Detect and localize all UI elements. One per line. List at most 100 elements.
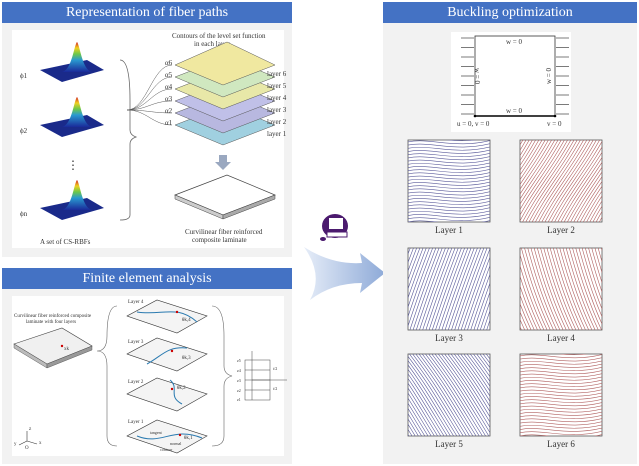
layer-5-label: layer 5 <box>267 82 287 90</box>
fiber-path <box>441 354 490 429</box>
fiber-path <box>612 240 639 338</box>
laminate-caption-2: composite laminate <box>192 236 247 244</box>
fiber-path <box>520 411 602 416</box>
fiber-path <box>408 418 419 436</box>
fiber-path <box>403 235 495 240</box>
fiber-path <box>589 200 602 222</box>
theta-2-label: θk,2 <box>177 386 186 391</box>
fiber-path <box>515 459 607 464</box>
fiber-path <box>520 140 533 162</box>
fiber-layer-3 <box>407 247 491 331</box>
fea-layer-1-label: Layer 1 <box>128 420 144 425</box>
axis-z-label: z <box>29 427 32 432</box>
fiber-path <box>520 325 522 330</box>
fiber-path <box>560 156 602 222</box>
fiber-path <box>454 248 485 330</box>
fiber-path <box>421 354 477 436</box>
fiber-path <box>482 354 490 364</box>
fea-layer-4-label: Layer 4 <box>128 300 144 305</box>
phi-1-label: ϕ1 <box>20 72 28 80</box>
fea-title: Finite element analysis <box>2 268 292 289</box>
fiber-path <box>540 248 570 330</box>
fiber-path <box>520 140 572 222</box>
fiber-path <box>622 240 639 338</box>
fiber-path <box>476 354 490 373</box>
fiber-path <box>408 178 490 183</box>
fiber-path <box>543 248 574 330</box>
fiber-path <box>588 248 602 293</box>
fiber-path <box>520 140 549 185</box>
alpha-4-label: α4 <box>165 83 173 91</box>
fiber-path <box>408 368 451 436</box>
layer-1-label: layer 1 <box>267 130 287 138</box>
fiber-path <box>520 140 552 190</box>
fiber-path <box>479 354 490 369</box>
fiber-path <box>520 370 602 375</box>
fiber-path <box>520 366 602 371</box>
fiber-path <box>520 140 524 146</box>
fiber-path <box>408 248 433 318</box>
fiber-path <box>583 190 602 222</box>
fiber-path <box>520 294 535 330</box>
layer-6-plate <box>174 41 276 86</box>
fiber-path <box>408 434 410 436</box>
fiber-path <box>408 156 490 161</box>
fiber-layer-1-label: Layer 1 <box>435 225 463 235</box>
fiber-path <box>444 354 490 423</box>
fiber-path <box>520 430 602 435</box>
fiber-path <box>563 161 602 222</box>
fiber-path <box>408 413 422 436</box>
fiber-path <box>320 346 385 444</box>
fea-diagram <box>13 299 287 454</box>
rbf-caption: A set of CS-RBFs <box>40 238 91 246</box>
fiber-layer-2 <box>519 139 603 223</box>
fiber-path <box>408 165 490 170</box>
fiber-path <box>403 133 495 138</box>
flow-arrow <box>304 247 385 300</box>
fiber-path <box>408 175 490 180</box>
fiber-path <box>609 240 639 338</box>
fiber-path <box>533 248 564 330</box>
fiber-path <box>544 140 597 222</box>
fiber-path <box>444 248 475 330</box>
fiber-path <box>408 360 458 436</box>
fiber-path <box>408 216 490 221</box>
fan-lines <box>126 64 173 126</box>
fiber-path <box>538 140 591 222</box>
fiber-path <box>520 373 602 378</box>
fiber-path <box>530 248 561 330</box>
buckling-panel: Buckling optimization w = 0 w = 0 w = 0 … <box>383 2 637 464</box>
fiber-path <box>409 354 464 436</box>
fiber-path <box>541 140 594 222</box>
fiber-path <box>460 354 490 397</box>
fea-layer-3 <box>126 337 208 372</box>
fiber-path <box>307 346 372 444</box>
rbf-peak-2 <box>40 97 104 137</box>
fiber-path <box>520 140 546 181</box>
fiber-path <box>551 140 602 222</box>
stack-z4: z4 <box>237 368 241 373</box>
laminate-caption-1: Curvilinear fiber reinforced <box>185 228 263 236</box>
fiber-path <box>463 354 490 392</box>
theta-1-label: θk,1 <box>184 436 193 441</box>
contour-title-1: Contours of the level set function <box>172 32 266 40</box>
fiber-path <box>466 354 490 387</box>
axis-x-label: x <box>39 441 42 446</box>
fiber-path <box>434 354 490 436</box>
stack-t-bottom: t/2 <box>273 386 278 391</box>
fiber-path <box>435 248 465 330</box>
fiber-path <box>559 248 590 330</box>
fiber-path <box>479 300 490 330</box>
fiber-path <box>408 364 454 436</box>
alpha-6-label: α6 <box>165 59 173 67</box>
fiber-path <box>412 354 467 436</box>
fiber-path <box>409 248 440 330</box>
fiber-path <box>441 248 472 330</box>
fiber-path <box>408 355 461 436</box>
fiber-path <box>557 151 602 222</box>
fiber-path <box>520 408 602 413</box>
fiber-path <box>625 240 639 338</box>
fiber-path <box>425 354 480 436</box>
alpha-1-label: α1 <box>165 119 173 127</box>
fiber-path <box>618 240 639 338</box>
